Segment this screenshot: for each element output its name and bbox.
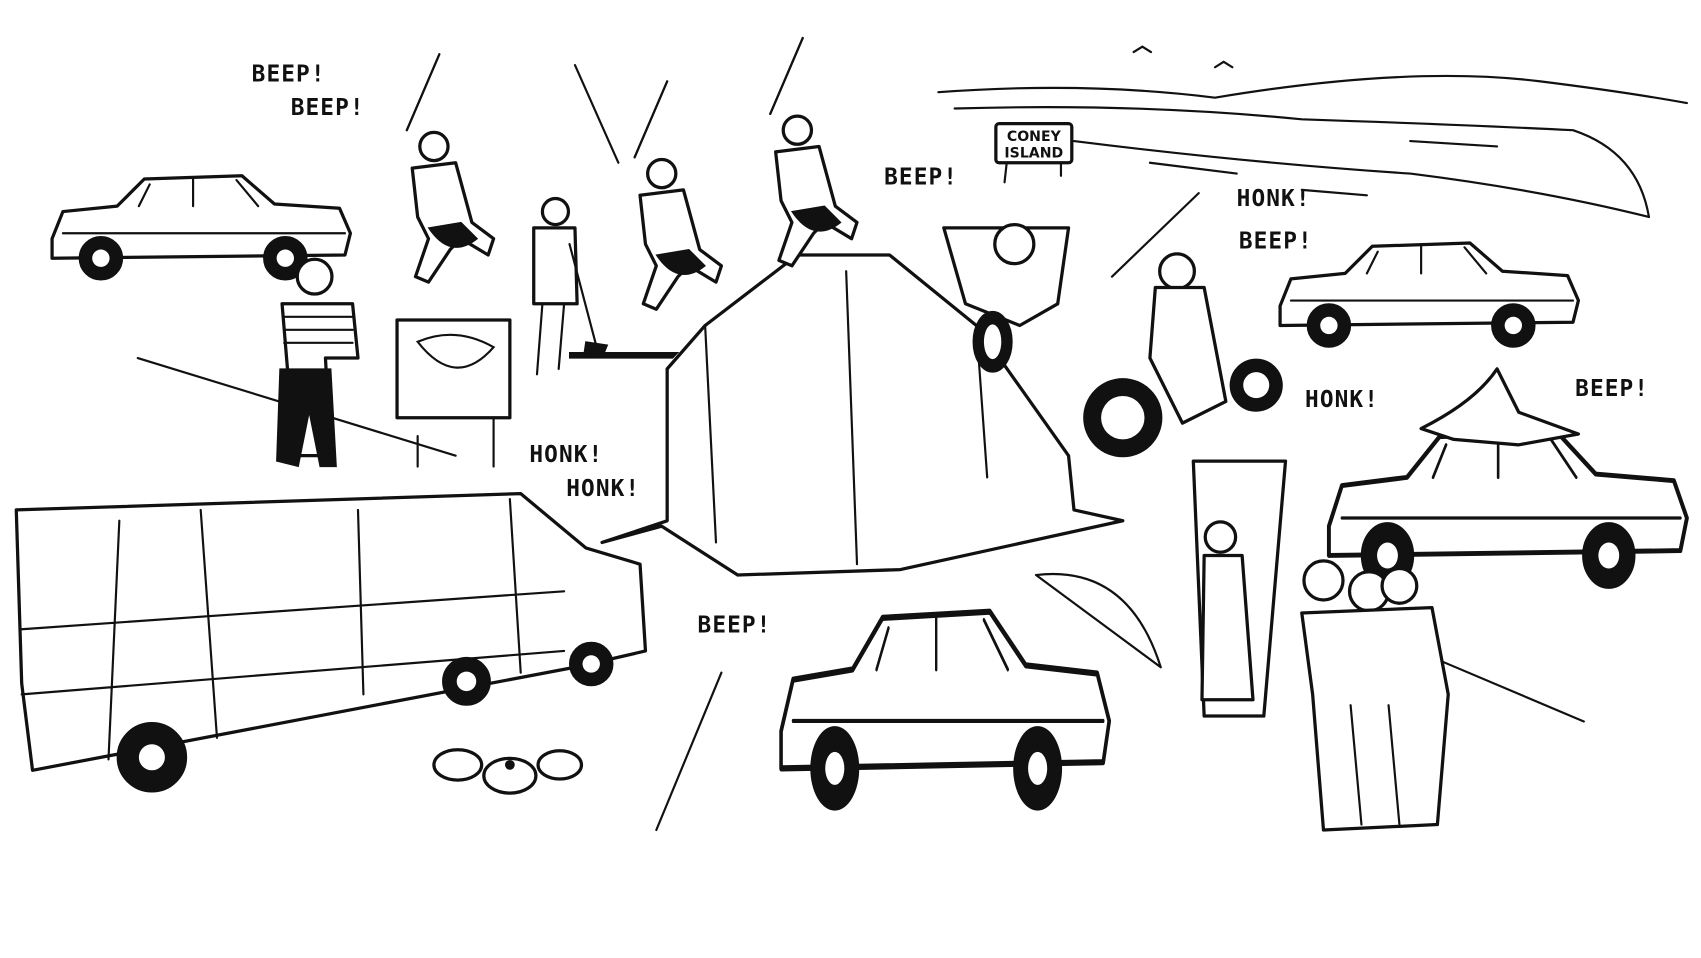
woman-in-doorway [1191,459,1288,718]
sfx-honk-mid-right: HONK! [1305,387,1379,413]
car-bottom-center [781,612,1109,810]
sfx-honk-left-2: HONK! [566,476,640,502]
car-right-with-person [1329,367,1687,588]
man-with-shovel [532,196,680,376]
sfx-beep-moto: BEEP! [884,164,958,190]
sfx-honk-left-1: HONK! [529,442,603,468]
bow [1034,572,1162,669]
sfx-beep-mid-right: BEEP! [1575,376,1649,402]
samurai-1 [405,52,496,284]
motorcycle-scooter [942,222,1071,373]
sound-effects: BEEP! BEEP! BEEP! HONK! BEEP! HONK! BEEP… [252,61,1649,639]
coney-island-sign: CONEY ISLAND [994,122,1074,184]
mime-figure [276,257,360,468]
sign-line-2: ISLAND [1004,145,1063,161]
sfx-beep-top-right: BEEP! [1239,228,1313,254]
samurai-2 [632,79,724,311]
sfx-beep-2: BEEP! [291,95,365,121]
motorcycle-rider [1083,252,1283,458]
sfx-beep-bottom: BEEP! [698,613,772,639]
sea-waves [937,45,1688,219]
sfx-honk-top-right: HONK! [1237,186,1311,212]
mouth-billboard [395,318,512,468]
car-top-right [1278,241,1581,349]
hugging-group [1300,559,1450,832]
sign-line-1: CONEY [1007,129,1062,145]
car-carrier-truck [14,492,648,793]
sfx-beep-1: BEEP! [252,61,326,87]
samurai-3 [768,36,859,268]
clams [432,748,584,795]
motion-lines [136,64,1585,832]
